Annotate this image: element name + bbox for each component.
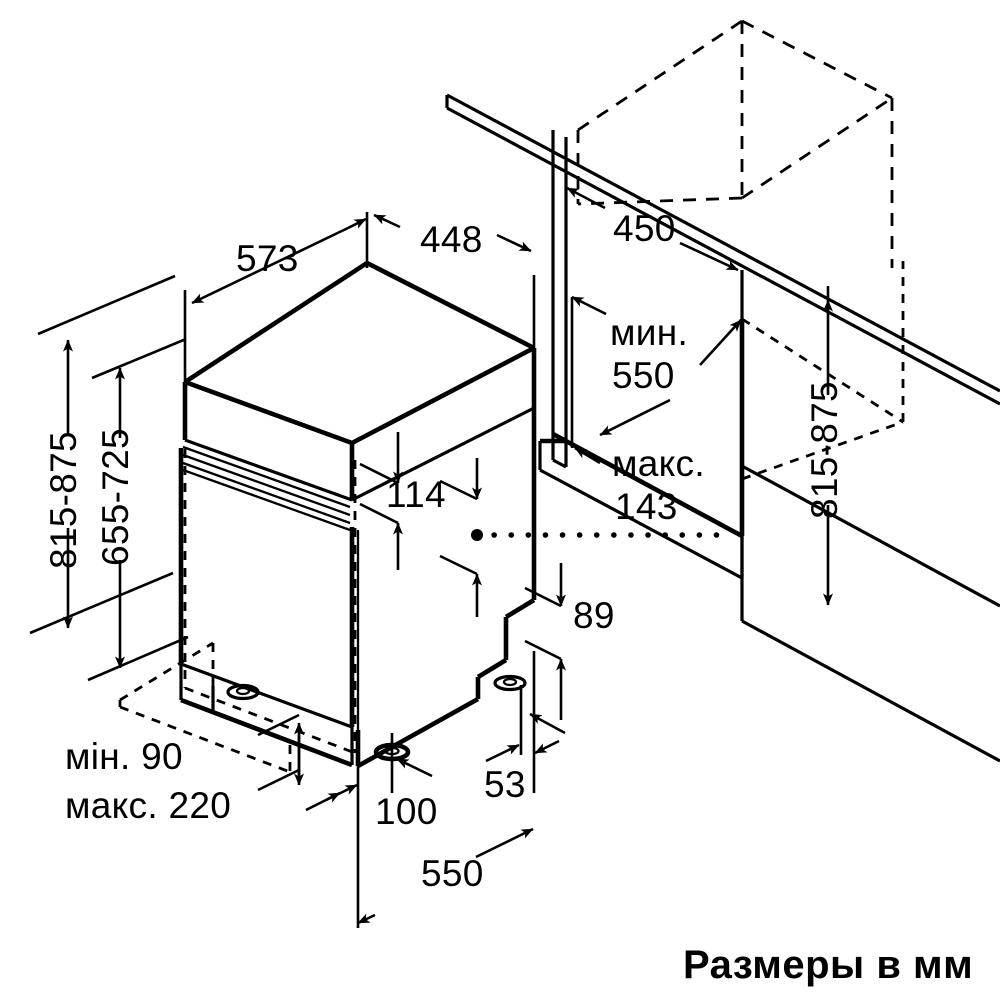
dim-655-725-left [87,337,189,682]
label-815-875-left: 815-875 [43,431,84,569]
label-max: макс. [612,443,705,484]
niche-left-panel [551,130,568,469]
dim-53 [485,651,560,793]
label-min: мин. [610,312,688,353]
label-max-220: макс. 220 [65,785,231,826]
dim-815-875-left [29,274,176,635]
units-footnote: Размеры в мм [683,943,973,987]
dim-89 [524,563,566,735]
label-450: 450 [613,208,676,249]
max143-dotted-reference-line [471,529,725,541]
dim-450 [566,186,739,272]
appliance-hidden-edges [118,449,357,774]
label-815-875-right: 815-875 [804,381,845,519]
label-114: 114 [386,474,446,515]
right-niche-dashed-outline [741,261,905,481]
label-53: 53 [484,764,526,805]
label-550: 550 [421,853,484,894]
dim-max-143 [574,446,601,465]
dim-plinth-height [257,713,341,812]
upper-cabinet-dashed-outline [576,19,894,268]
adjustable-feet [226,674,527,762]
dim-114 [359,432,482,617]
label-655-725: 655-725 [95,428,136,566]
label-min-550: 550 [612,355,675,396]
dim-100 [325,733,433,928]
dim-550 [357,827,534,925]
dim-573 [183,217,367,382]
label-573: 573 [236,238,299,279]
label-89: 89 [573,595,615,636]
dimension-labels: 573 448 450 мин. 550 макс. 143 114 89 53… [65,208,705,894]
worktop-slab [445,93,1000,406]
dim-min-550 [570,295,742,448]
right-cabinet-side [740,464,1000,763]
dishwasher-body [178,260,537,769]
label-100: 100 [375,791,438,832]
rotated-dimension-labels: 815-875 655-725 815-875 [43,381,845,569]
dim-448 [365,212,536,348]
label-min-90: мін. 90 [65,736,183,777]
label-448: 448 [420,219,483,260]
label-max-143: 143 [615,486,678,527]
